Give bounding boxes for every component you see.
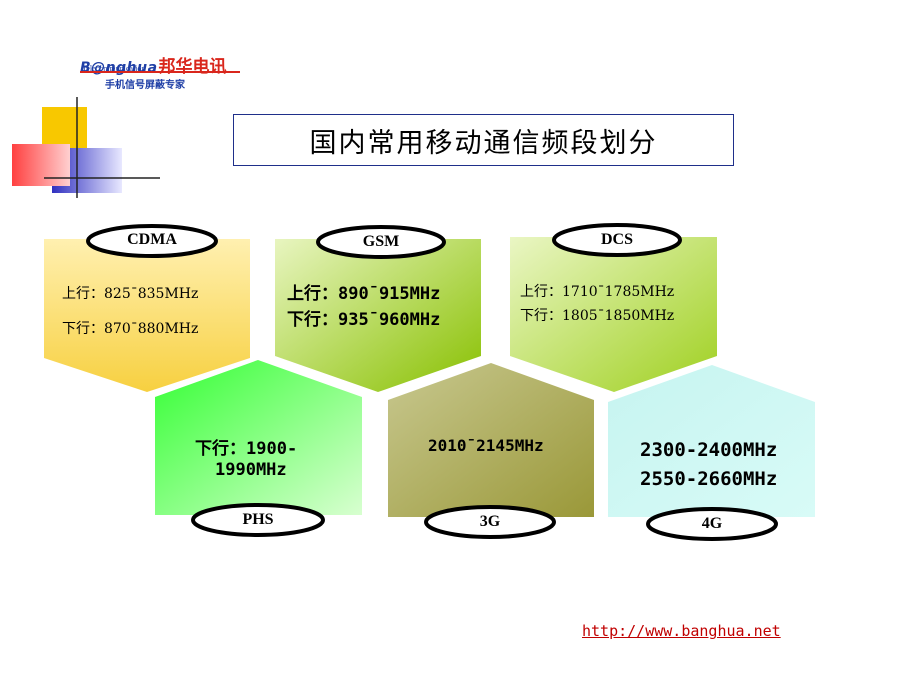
logo-brand-cn: 邦华电讯 (158, 57, 227, 77)
decor-red-square (12, 144, 70, 186)
dcs-pill (552, 223, 682, 257)
3g-label: 3G (479, 513, 501, 530)
gsm-downlink: 下行：935¯960MHz (287, 310, 441, 330)
gsm-pentagon (275, 239, 481, 392)
cdma-uplink: 上行：825¯835MHz (62, 286, 199, 302)
cdma-pill (86, 224, 218, 258)
4g-band-2: 2550-2660MHz (640, 468, 778, 490)
dcs-label: DCS (600, 231, 633, 248)
cdma-downlink: 下行：870¯880MHz (62, 321, 199, 337)
4g-pentagon (608, 365, 815, 517)
phs-label: PHS (242, 511, 274, 528)
4g-band-1: 2300-2400MHz (640, 439, 778, 461)
3g-band: 2010¯2145MHz (428, 436, 544, 455)
slide-title-box: 国内常用移动通信频段划分 (233, 114, 734, 166)
phs-pill (191, 503, 325, 537)
cdma-pentagon (44, 239, 250, 392)
3g-pentagon (388, 363, 594, 517)
gsm-label: GSM (362, 233, 400, 250)
corner-decoration (12, 97, 160, 198)
dcs-downlink: 下行：1805¯1850MHz (520, 308, 675, 324)
4g-pill (646, 507, 778, 541)
logo-subtitle-cn: 手机信号屏蔽专家 (105, 80, 185, 91)
logo-subtitle-en: Telecommunication (82, 64, 146, 73)
gsm-uplink: 上行：890¯915MHz (287, 284, 441, 304)
slide-title: 国内常用移动通信频段划分 (309, 127, 658, 159)
dcs-uplink: 上行：1710¯1785MHz (520, 284, 675, 300)
phs-downlink-line1: 下行：1900- (195, 439, 298, 459)
website-link[interactable]: http://www.banghua.net (582, 622, 781, 640)
logo-underline (80, 71, 240, 73)
3g-pill (424, 505, 556, 539)
phs-pentagon (155, 360, 362, 515)
phs-downlink-line2: 1990MHz (215, 460, 287, 480)
gsm-pill (316, 225, 446, 259)
dcs-pentagon (510, 237, 717, 392)
4g-label: 4G (701, 515, 723, 532)
cdma-label: CDMA (127, 231, 177, 248)
